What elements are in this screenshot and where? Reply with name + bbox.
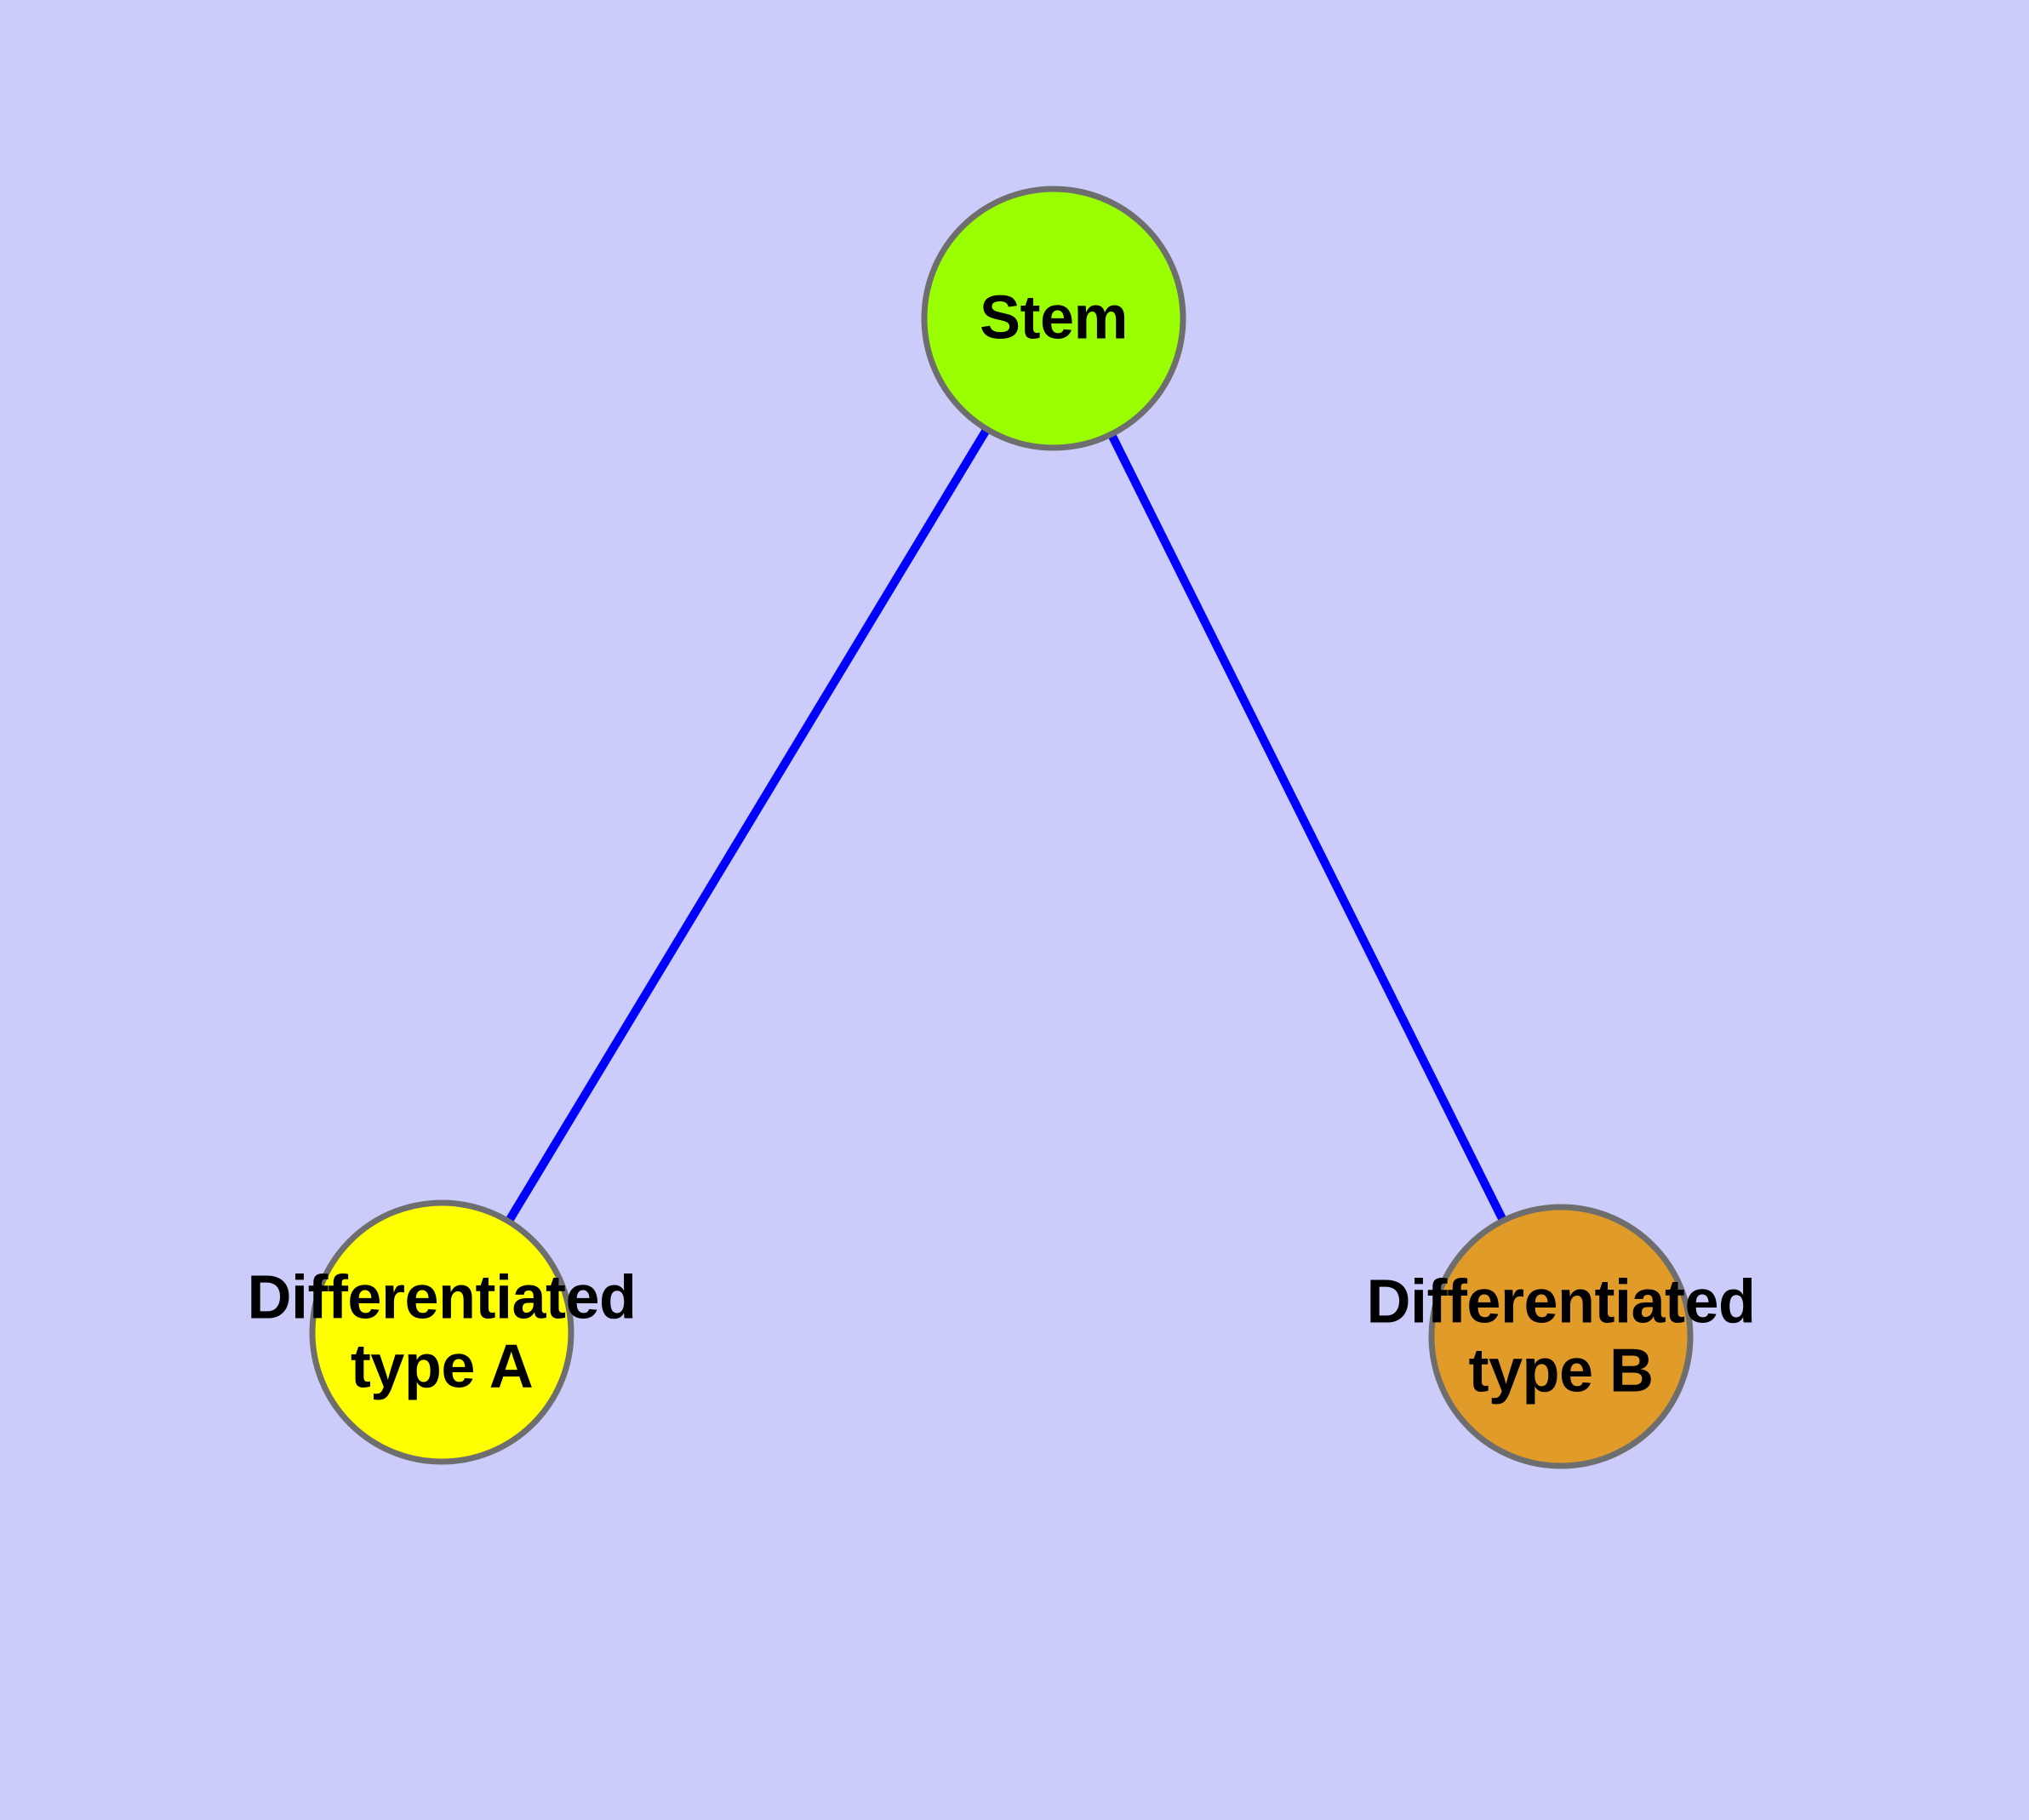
edge-stem-diff-b[interactable] (1106, 431, 1508, 1224)
edges-layer (504, 425, 1508, 1226)
node-diff_b[interactable] (1428, 1204, 1694, 1469)
node-stem[interactable] (921, 186, 1186, 451)
node-diff_a[interactable] (309, 1199, 574, 1465)
nodes-layer (309, 186, 1694, 1469)
edge-stem-diff-a[interactable] (504, 425, 992, 1226)
